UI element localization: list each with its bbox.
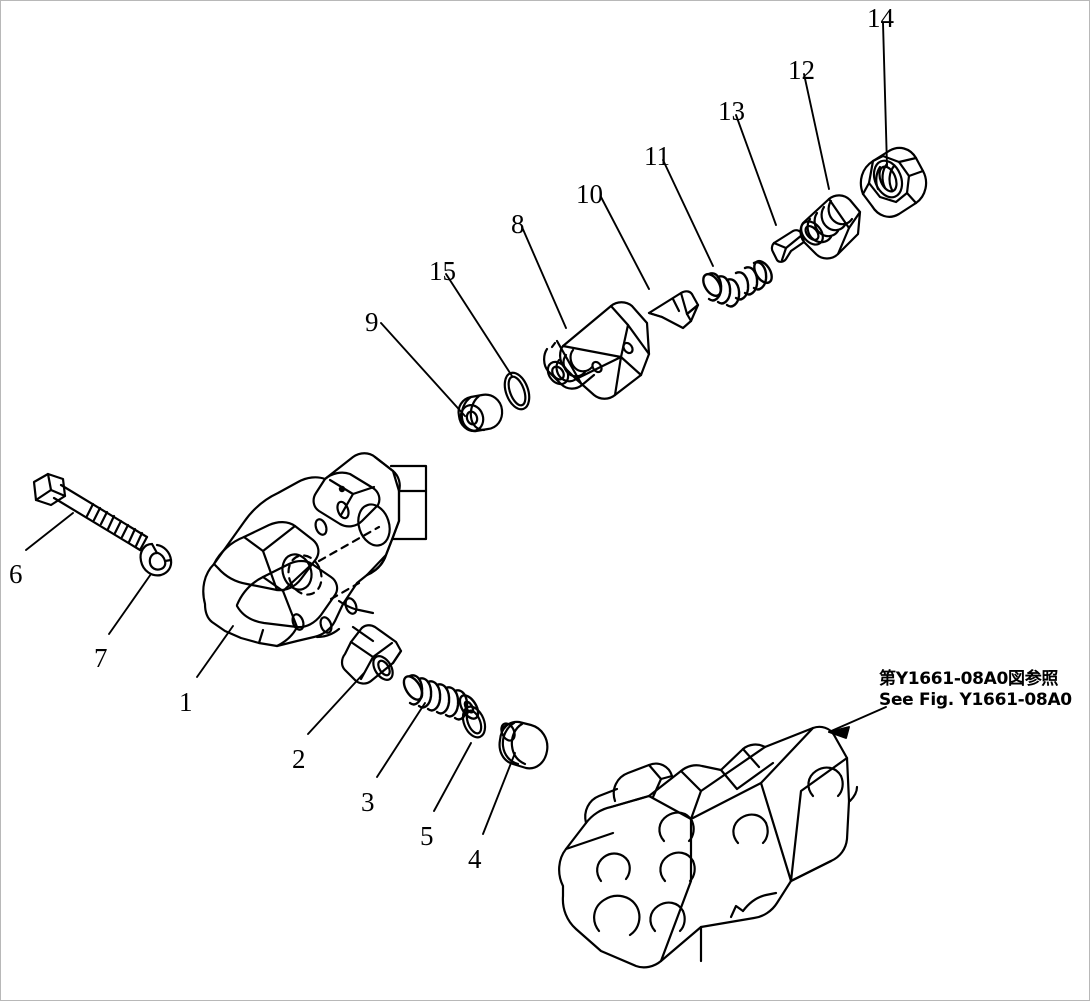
part-6-hex-bolt [32,472,149,552]
leader-8 [521,226,567,329]
leader-14 [882,22,888,167]
leader-4 [482,752,516,835]
part-3-compression-spring [402,674,480,721]
leader-13 [735,114,777,226]
callout-label-9: 9 [365,307,379,337]
part-1-valve-housing [202,452,428,648]
callout-label-3: 3 [361,787,375,817]
leader-2 [307,672,365,735]
leader-11 [662,159,714,267]
callout-label-5: 5 [420,821,434,851]
leader-7 [108,573,152,635]
callout-label-12: 12 [788,55,815,85]
part-9-small-plug [457,393,504,433]
part-7-lock-washer [139,542,173,577]
callout-label-2: 2 [292,744,306,774]
leader-5 [433,742,472,812]
callout-label-10: 10 [576,179,603,209]
reference-arrow [828,706,887,739]
part-14-hex-lock-nut [859,146,928,218]
leader-10 [600,196,650,290]
callout-label-6: 6 [9,559,23,589]
callout-label-13: 13 [718,96,745,126]
callout-label-11: 11 [644,141,670,171]
callout-label-15: 15 [429,256,456,286]
leader-6 [25,512,74,551]
part-5-o-ring [461,705,487,739]
part-10-poppet-valve [647,290,700,330]
control-valve-block [558,725,859,969]
part-15-o-ring [503,371,531,411]
part-4-plug [498,720,549,770]
callout-label-7: 7 [94,643,108,673]
callout-label-1: 1 [179,687,193,717]
reference-note-japanese: 第Y1661-08A0図参照 [879,669,1059,689]
leader-9 [380,322,466,417]
part-12-adjusting-screw [799,194,862,260]
part-11-valve-spring [702,259,773,308]
part-13-pin [770,229,806,263]
reference-note: 第Y1661-08A0図参照 See Fig. Y1661-08A0 [879,669,1089,710]
part-8-relief-valve-body [543,301,651,400]
leader-3 [376,702,426,778]
callout-label-4: 4 [468,844,482,874]
leader-lines [25,22,888,835]
callout-label-8: 8 [511,209,525,239]
callout-label-14: 14 [867,3,894,33]
leader-12 [803,73,830,190]
leader-1 [196,625,234,678]
leader-15 [445,273,513,377]
reference-note-english: See Fig. Y1661-08A0 [879,689,1072,710]
part-2-valve-sleeve [340,624,403,685]
